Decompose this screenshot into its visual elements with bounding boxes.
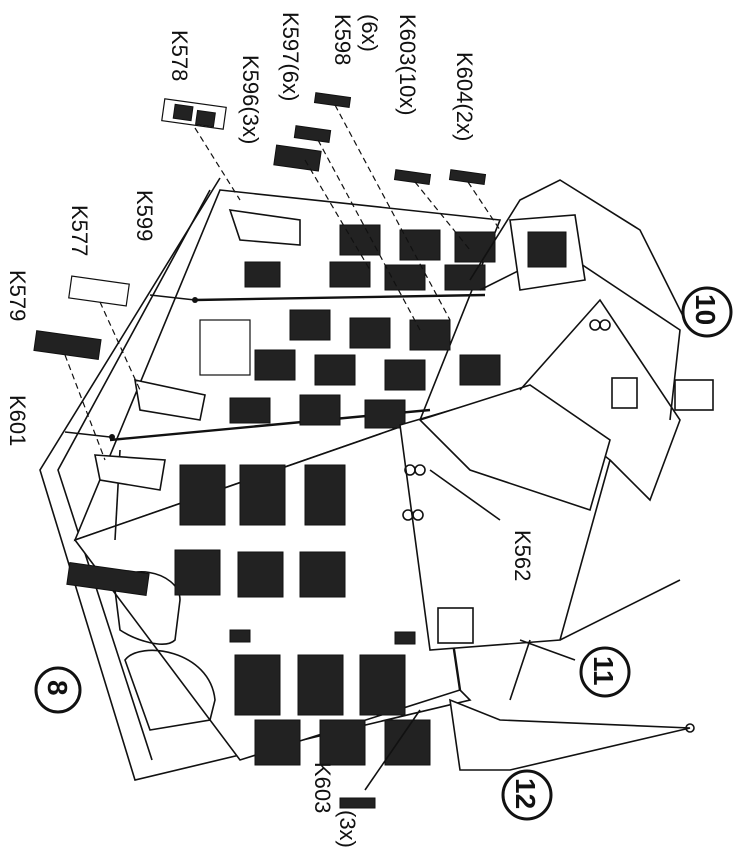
exploded-parts: [33, 92, 487, 809]
step-10-number: 10: [690, 294, 721, 325]
label-k579: K579: [5, 270, 30, 321]
label-k598-qty: (6x): [357, 14, 382, 52]
entrance-blocks: [94, 209, 301, 731]
windows: [66, 224, 501, 766]
step-8-number: 8: [42, 680, 73, 696]
label-k596: K596(3x): [238, 55, 263, 144]
step-11-number: 11: [588, 656, 619, 686]
step-12-number: 12: [510, 778, 541, 809]
part-k578-piece: [161, 98, 227, 130]
part-k603-bottom-piece: [339, 797, 376, 809]
step-11: 11: [579, 646, 631, 698]
label-k562: K562: [510, 530, 535, 581]
part-k603-piece: [393, 169, 432, 186]
label-k577: K577: [67, 205, 92, 256]
label-k578: K578: [167, 30, 192, 81]
part-k604-piece: [448, 169, 487, 186]
label-k604: K604(2x): [452, 52, 477, 141]
step-markers: 8 10 11 12: [34, 286, 733, 821]
step-8: 8: [34, 666, 82, 714]
step-12: 12: [501, 769, 553, 821]
part-k579-piece: [33, 330, 102, 361]
label-k598-code: K598: [330, 14, 355, 65]
label-k597: K597(6x): [278, 12, 303, 101]
part-k597-piece: [293, 125, 332, 144]
label-k603-bottom-qty: (3x): [335, 810, 360, 848]
label-k599: K599: [132, 190, 157, 241]
assembly-guides: [64, 104, 576, 791]
step-10: 10: [681, 286, 733, 338]
part-labels: K578 K596(3x) K597(6x) K598 (6x) K603(10…: [5, 12, 535, 848]
part-k577-piece: [68, 275, 130, 307]
part-k598-piece: [313, 92, 352, 109]
label-k603-top: K603(10x): [395, 14, 420, 116]
roof: [399, 179, 714, 771]
part-k596-piece: [273, 144, 322, 172]
label-k601: K601: [5, 395, 30, 446]
label-k603-bottom-code: K603: [310, 762, 335, 813]
